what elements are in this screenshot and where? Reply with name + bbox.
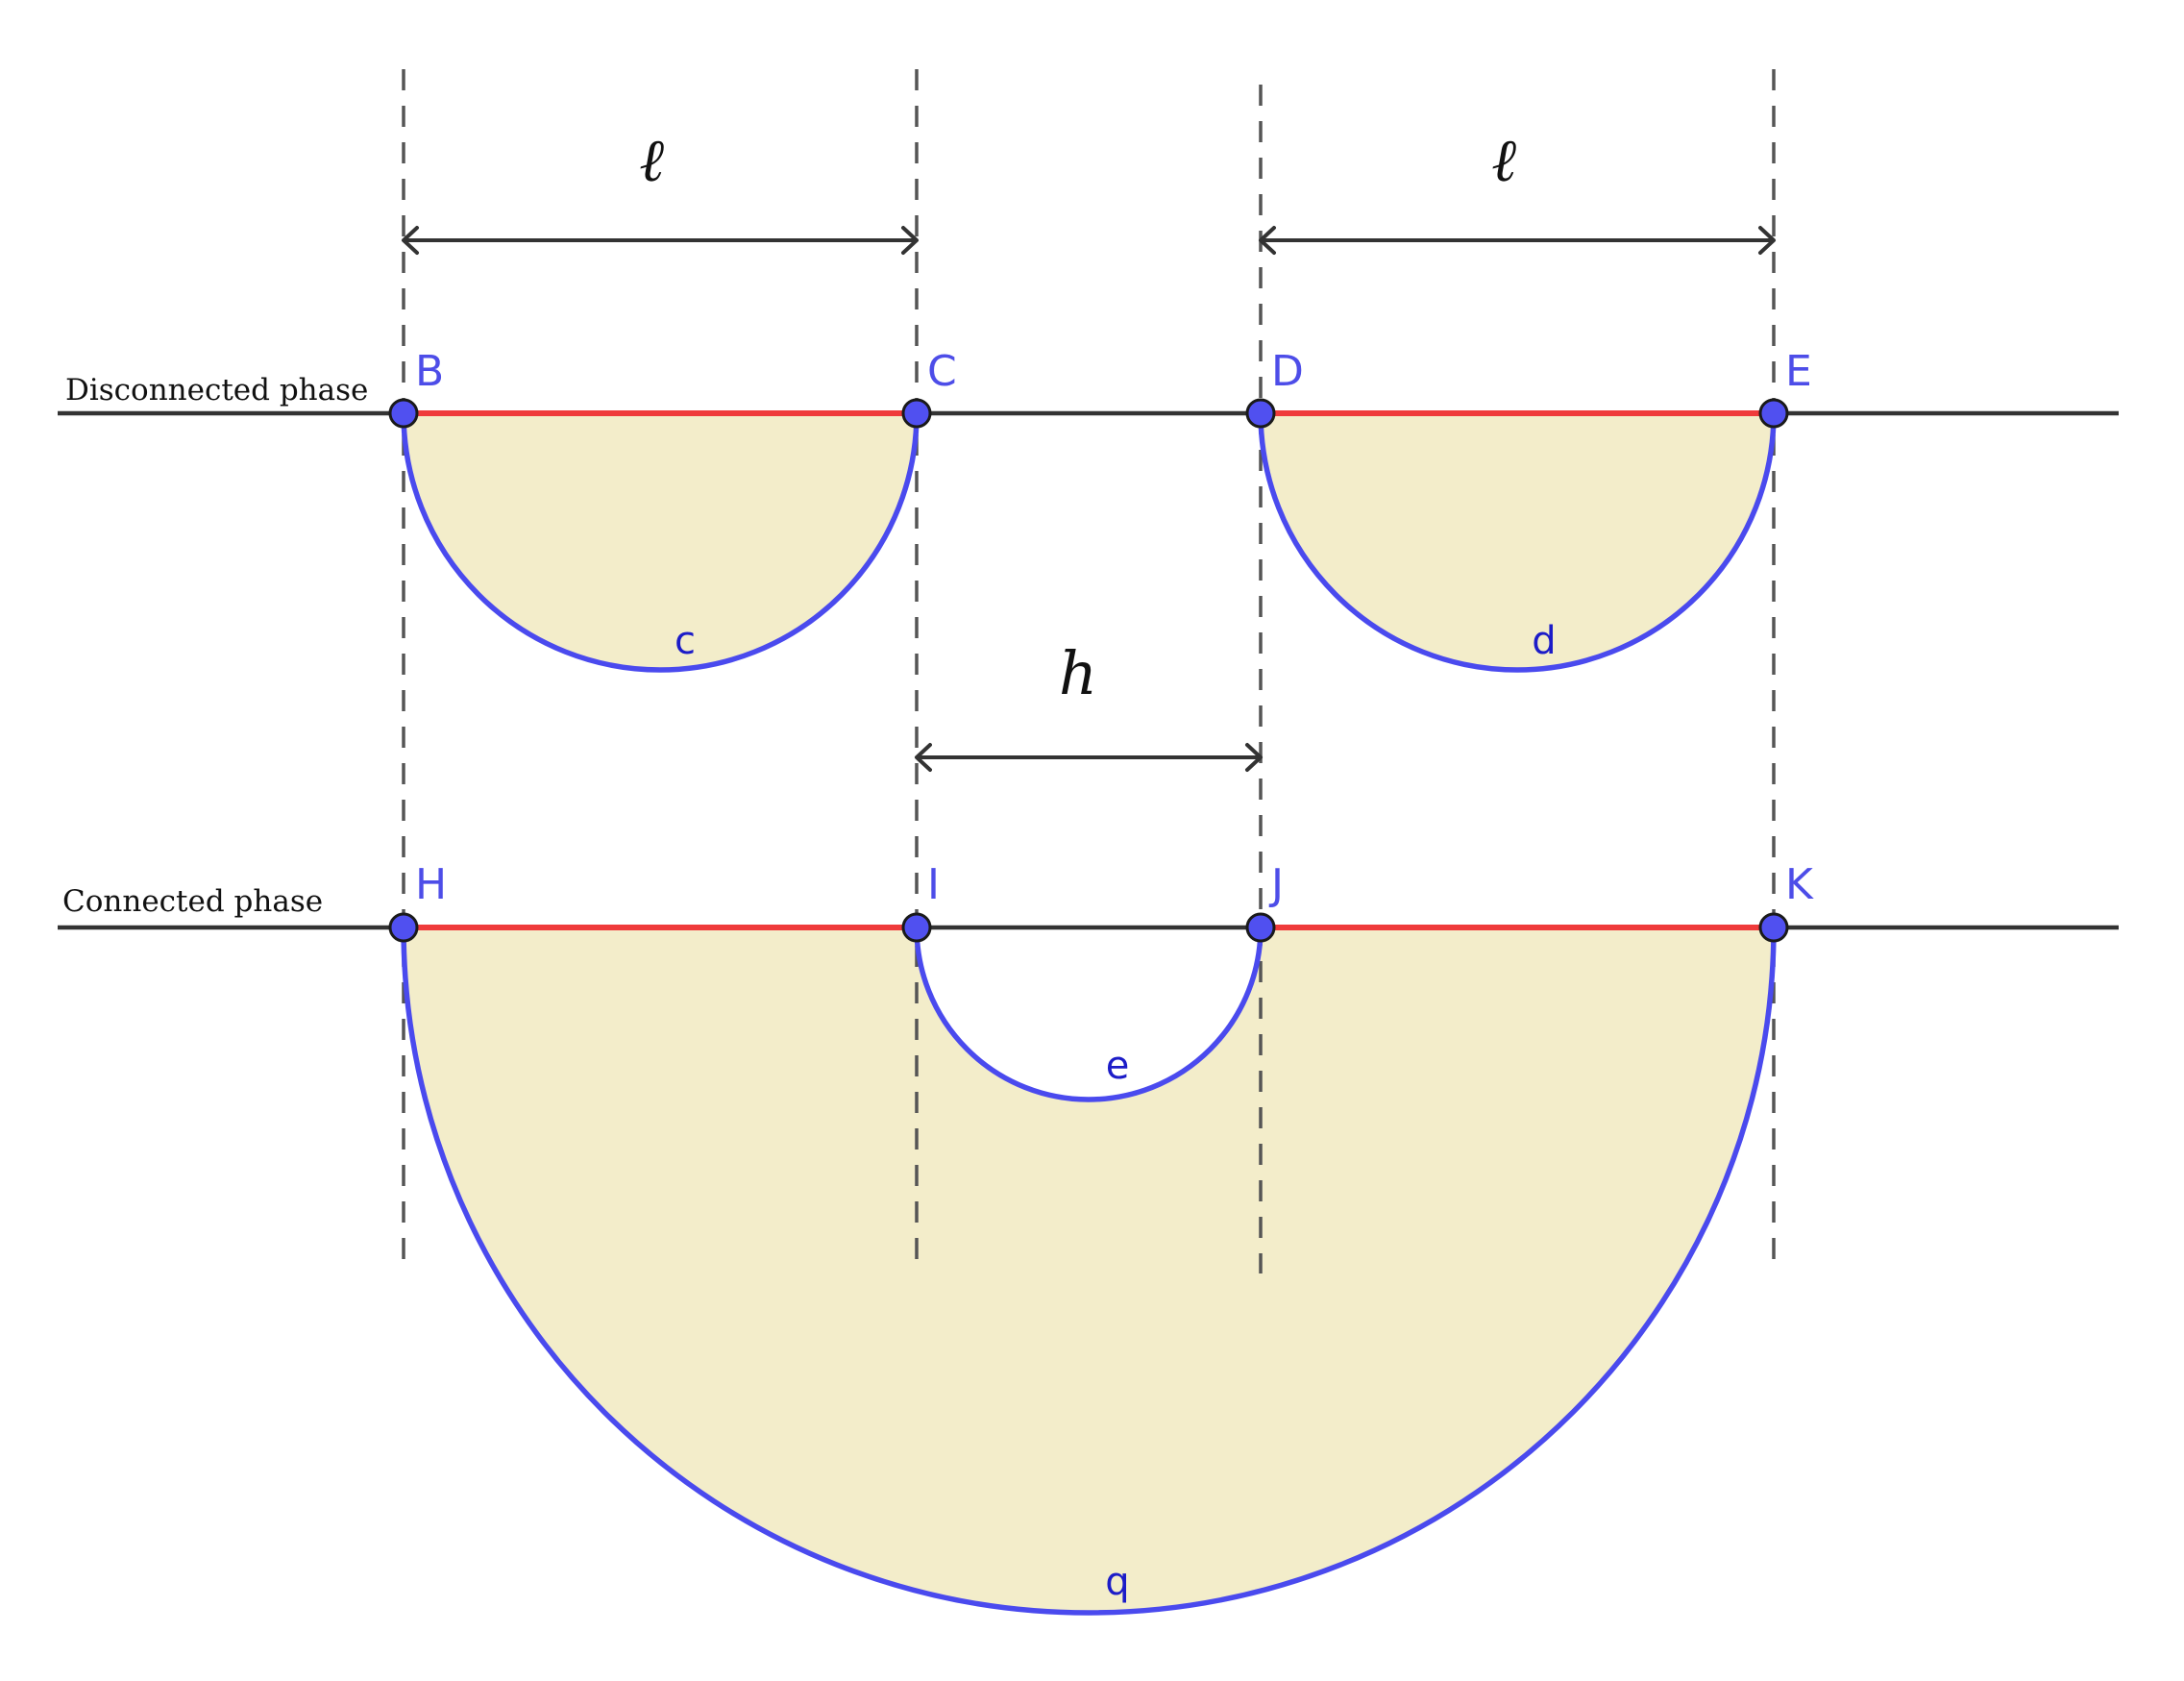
- point-label-B: B: [415, 347, 444, 396]
- point-H: [388, 912, 419, 943]
- geodesic-d: [1258, 412, 1777, 673]
- wedge-c: [404, 413, 917, 670]
- point-E: [1758, 398, 1789, 429]
- point-label-D: D: [1271, 347, 1304, 396]
- wedge-d: [1261, 413, 1774, 670]
- wedge-connected: [404, 927, 1774, 1613]
- point-label-K: K: [1785, 860, 1814, 909]
- curve-label-c: c: [675, 619, 696, 663]
- dimension-arrow-left-width: [402, 226, 919, 255]
- disconnected-phase-label: Disconnected phase: [65, 373, 368, 408]
- width-label-left: ℓ: [639, 125, 664, 195]
- curve-label-e: e: [1106, 1044, 1130, 1088]
- geodesic-e: [914, 927, 1264, 1102]
- dimension-arrow-gap: [915, 743, 1263, 772]
- point-label-E: E: [1785, 347, 1812, 396]
- point-label-I: I: [927, 860, 940, 909]
- point-D: [1245, 398, 1276, 429]
- curve-label-q: q: [1105, 1560, 1129, 1604]
- point-label-C: C: [927, 347, 957, 396]
- geodesic-q: [401, 927, 1777, 1616]
- point-label-J: J: [1268, 860, 1284, 909]
- curve-label-d: d: [1532, 619, 1556, 663]
- point-label-H: H: [415, 860, 447, 909]
- point-J: [1245, 912, 1276, 943]
- point-C: [901, 398, 932, 429]
- connected-phase-label: Connected phase: [62, 884, 323, 919]
- geodesic-c: [401, 412, 920, 673]
- gap-label: h: [1059, 638, 1097, 708]
- point-K: [1758, 912, 1789, 943]
- width-label-right: ℓ: [1491, 125, 1516, 195]
- point-I: [901, 912, 932, 943]
- point-B: [388, 398, 419, 429]
- dimension-arrow-right-width: [1259, 226, 1776, 255]
